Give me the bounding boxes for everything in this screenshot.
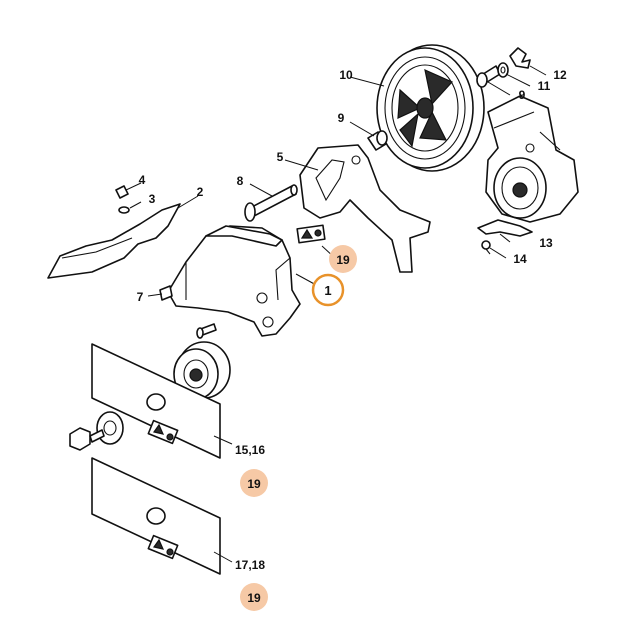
wheel[interactable] xyxy=(376,44,485,172)
leader-lines xyxy=(125,65,547,563)
label-1[interactable]: 1 xyxy=(324,283,331,298)
blade-upper[interactable] xyxy=(91,343,221,459)
label-9-bushing[interactable]: 9 xyxy=(519,88,526,102)
blade-bolt[interactable] xyxy=(69,427,105,451)
spacer[interactable] xyxy=(367,130,388,151)
label-15-16[interactable]: 15,16 xyxy=(235,443,265,457)
guard-warning-decal xyxy=(296,224,326,244)
blade-lower-decal xyxy=(147,534,179,560)
label-19-middle[interactable]: 19 xyxy=(247,477,261,491)
label-3[interactable]: 3 xyxy=(149,192,156,206)
screw-7[interactable] xyxy=(159,285,173,301)
deflector-screw[interactable] xyxy=(481,240,491,255)
callout-badge-19-top xyxy=(329,245,357,273)
callout-badge-19-bottom xyxy=(240,583,268,611)
screw-4[interactable] xyxy=(115,185,129,199)
guard-screw[interactable] xyxy=(196,323,217,339)
label-12[interactable]: 12 xyxy=(553,68,567,82)
highlight-ring xyxy=(311,273,345,307)
washer-3[interactable] xyxy=(118,206,130,214)
blade-upper-decal xyxy=(147,419,179,445)
gearbox[interactable] xyxy=(485,95,579,223)
label-19-bottom[interactable]: 19 xyxy=(247,591,261,605)
blade-washer[interactable] xyxy=(96,411,124,445)
label-17-18[interactable]: 17,18 xyxy=(235,558,265,572)
label-7[interactable]: 7 xyxy=(137,290,144,304)
deflector-plate[interactable] xyxy=(477,219,533,237)
blade-lower[interactable] xyxy=(91,457,221,575)
label-14[interactable]: 14 xyxy=(513,252,527,266)
upper-deflector[interactable] xyxy=(47,203,181,279)
long-bolt[interactable] xyxy=(244,184,298,222)
label-19-top[interactable]: 19 xyxy=(336,253,350,267)
label-5[interactable]: 5 xyxy=(277,150,284,164)
wheel-bracket[interactable] xyxy=(299,144,431,273)
blade-guard[interactable] xyxy=(167,225,301,337)
label-2[interactable]: 2 xyxy=(197,185,204,199)
label-10[interactable]: 10 xyxy=(339,68,353,82)
wing-nut[interactable] xyxy=(509,47,531,69)
label-11[interactable]: 11 xyxy=(538,79,551,93)
label-13[interactable]: 13 xyxy=(539,236,553,250)
bushing[interactable] xyxy=(476,65,501,88)
label-9-spacer[interactable]: 9 xyxy=(338,111,345,125)
callout-badge-19-middle xyxy=(240,469,268,497)
washer[interactable] xyxy=(497,62,509,78)
drive-flange[interactable] xyxy=(173,341,231,400)
label-8[interactable]: 8 xyxy=(237,174,244,188)
label-4[interactable]: 4 xyxy=(139,173,146,187)
